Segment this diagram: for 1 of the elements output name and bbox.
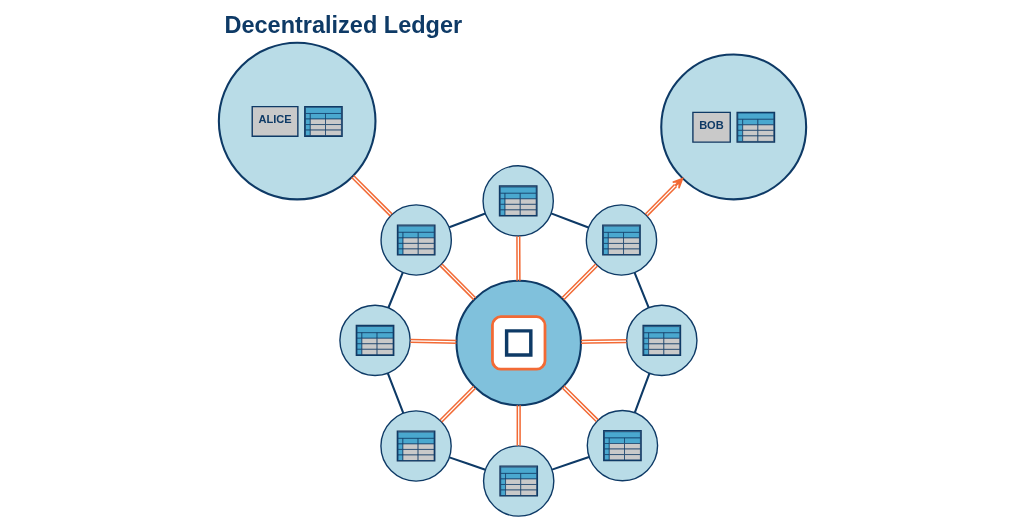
diagram-title: Decentralized Ledger [223,11,462,38]
